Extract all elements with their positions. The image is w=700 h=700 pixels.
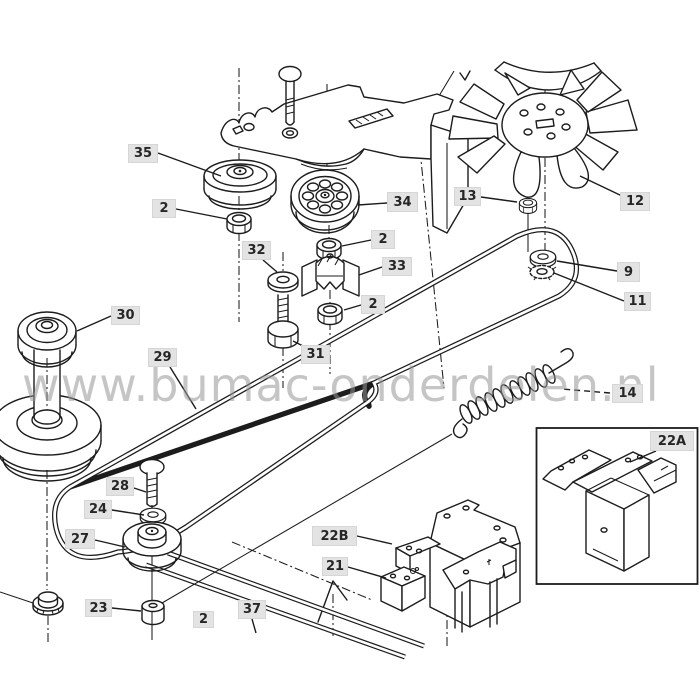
part-label-2: 2 <box>361 295 385 314</box>
lock-washer-11 <box>527 264 557 281</box>
part-label-13: 13 <box>454 187 481 206</box>
leader-line-2 <box>175 208 228 220</box>
leader-lines <box>76 152 657 634</box>
leader-line-28 <box>133 487 147 493</box>
part-label-14: 14 <box>612 384 643 403</box>
part-label-30: 30 <box>111 306 140 325</box>
leader-line-35 <box>157 152 222 177</box>
part-label-27: 27 <box>65 529 95 549</box>
shoulder-bolt-28 <box>139 458 165 508</box>
part-label-28: 28 <box>106 477 134 496</box>
bracket-22A <box>542 449 677 572</box>
leader-line-12 <box>579 175 623 197</box>
fan-nut-13 <box>518 197 538 214</box>
part-label-12: 12 <box>620 192 650 211</box>
leader-line-9 <box>556 260 618 272</box>
tension-spring-14 <box>149 348 574 611</box>
flange-locknut <box>32 591 64 616</box>
leader-line-11 <box>553 272 625 302</box>
mounting-screw <box>278 65 302 126</box>
part-label-24: 24 <box>84 500 112 519</box>
leader-line-21 <box>347 566 387 579</box>
hex-nut-2 <box>317 302 343 326</box>
part-label-34: 34 <box>387 192 418 212</box>
leader-line-34 <box>357 202 388 206</box>
leader-line-27 <box>94 539 126 548</box>
flat-washer-32 <box>267 271 299 293</box>
leader-line-2 <box>341 239 372 247</box>
leader-line-24 <box>111 509 145 516</box>
leader-line-22B <box>356 535 393 545</box>
part-label-22B: 22B <box>312 526 357 546</box>
drive-belt-29 <box>52 227 580 660</box>
part-label-35: 35 <box>128 144 158 163</box>
arrow-tick-icon <box>459 70 471 81</box>
carriage-bolt-31 <box>267 294 299 349</box>
leader-line-30 <box>76 315 112 332</box>
idler-bracket <box>220 65 469 234</box>
leader-line-22A <box>629 450 657 463</box>
part-label-11: 11 <box>624 292 651 311</box>
part-label-2: 2 <box>193 611 214 628</box>
part-label-23: 23 <box>85 599 112 617</box>
fan-hub-slot <box>535 118 555 129</box>
part-label-31: 31 <box>301 345 330 364</box>
belt-keeper-33 <box>301 253 360 297</box>
flat-washer-9 <box>529 249 557 268</box>
part-label-2: 2 <box>152 199 176 218</box>
hex-nut-2 <box>226 211 252 235</box>
leader-line-37 <box>251 618 257 634</box>
idler-pulley-27 <box>122 521 182 572</box>
part-label-2: 2 <box>371 230 395 249</box>
leader-line-23 <box>111 607 142 612</box>
part-label-33: 33 <box>382 257 412 276</box>
inset-box-22A <box>535 427 699 585</box>
spring-hook-right <box>548 348 574 374</box>
cooling-fan-12 <box>448 69 638 198</box>
leader-line-33 <box>358 266 383 276</box>
part-label-22A: 22A <box>650 431 694 451</box>
leader-line-29 <box>169 366 197 410</box>
small-bracket-21 <box>380 566 426 612</box>
flat-idler-pulley-35 <box>203 159 277 210</box>
leader-line-2 <box>343 304 362 311</box>
part-label-32: 32 <box>242 241 271 260</box>
bracket-side-flange <box>430 124 469 234</box>
pulley-stack-30 <box>0 311 102 482</box>
part-label-21: 21 <box>322 557 348 576</box>
spring-hook-left <box>452 418 468 439</box>
part-label-29: 29 <box>148 348 177 367</box>
spacer-23 <box>141 599 165 626</box>
gearbox-bracket-22B <box>395 499 521 633</box>
part-label-37: 37 <box>238 600 266 619</box>
leader-line-14 <box>561 388 611 394</box>
leader-line-13 <box>480 196 518 203</box>
v-idler-pulley-34 <box>290 169 360 234</box>
leader-line-32 <box>262 259 278 273</box>
part-label-9: 9 <box>617 262 640 282</box>
